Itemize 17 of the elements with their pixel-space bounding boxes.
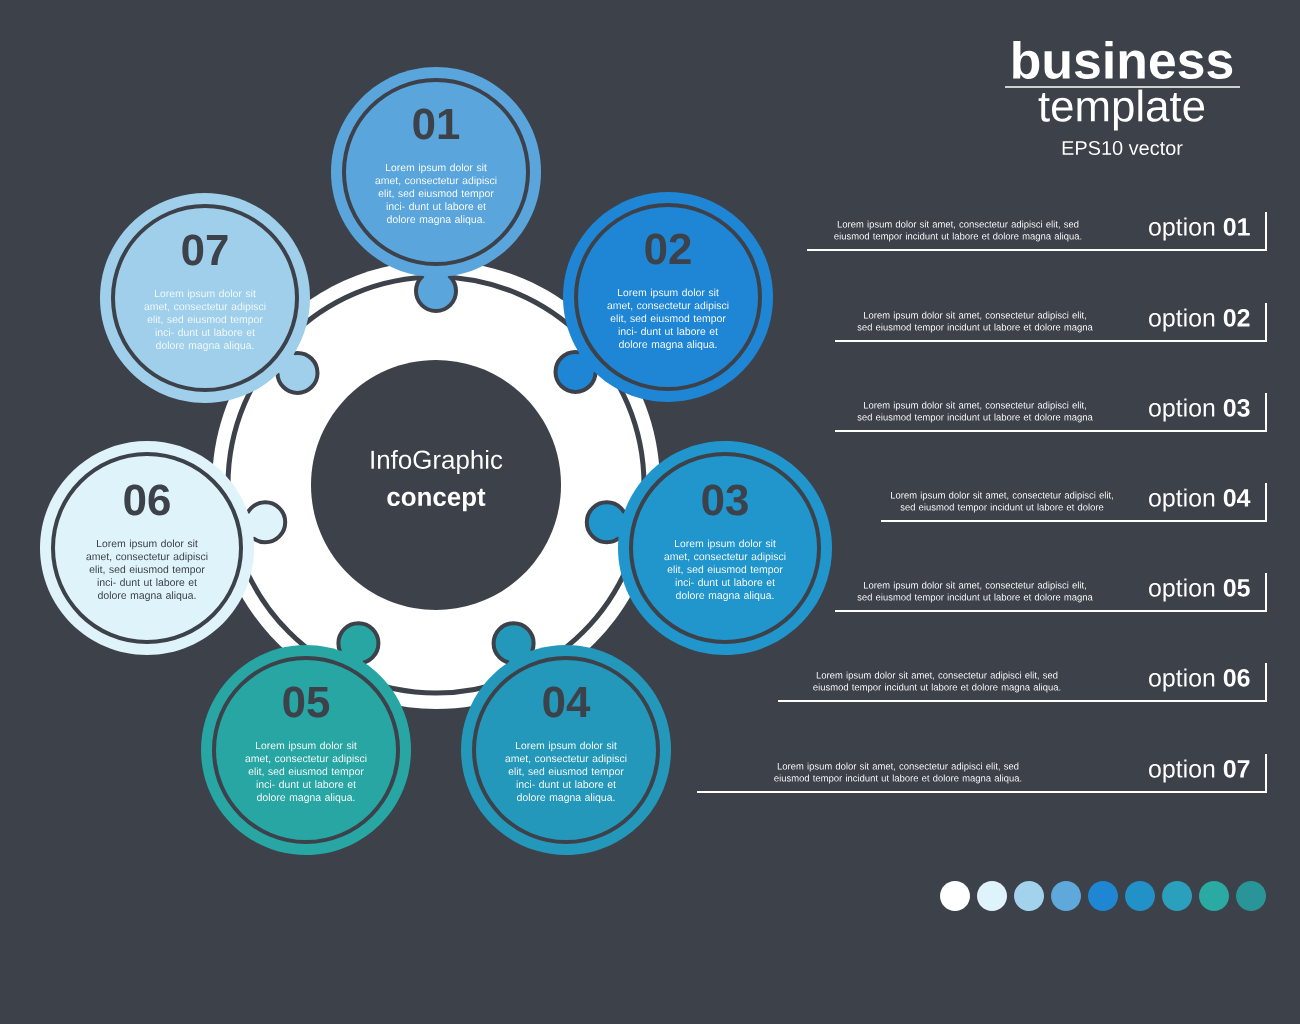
- option-description: Lorem ipsum dolor sit amet, consectetur adipisci elit, sed eiusmod tempor incidunt ut labore et dolore magna: [857, 581, 1093, 603]
- option-description: Lorem ipsum dolor sit amet, consectetur adipisci elit, sed eiusmod tempor incidunt ut labore et dolore: [891, 491, 1113, 513]
- option-label: option 07: [1149, 759, 1250, 783]
- option-description: Lorem ipsum dolor sit amet, consectetur adipisci elit, sed eiusmod tempor incidunt ut labore et dolore magna aliqua.: [834, 220, 1082, 242]
- option-description: Lorem ipsum dolor sit amet, consectetur adipisci elit, sed eiusmod tempor incidunt ut labore et dolore magna: [857, 401, 1093, 423]
- option-label: option 06: [1149, 668, 1250, 692]
- title: business: [1013, 40, 1233, 79]
- option-label: option 05: [1149, 578, 1250, 602]
- option-label: option 03: [1149, 398, 1250, 422]
- option-description: Lorem ipsum dolor sit amet, consectetur adipisci elit, sed eiusmod tempor incidunt ut labore et dolore magna aliqua.: [813, 671, 1061, 693]
- option-description: Lorem ipsum dolor sit amet, consectetur adipisci elit, sed eiusmod tempor incidunt ut labore et dolore magna aliqua.: [774, 762, 1022, 784]
- option-description: Lorem ipsum dolor sit amet, consectetur adipisci elit, sed eiusmod tempor incidunt ut labore et dolore magna: [857, 311, 1093, 333]
- format-note: EPS10 vector: [1062, 140, 1183, 156]
- subtitle: template: [1038, 89, 1205, 131]
- option-label: option 04: [1149, 488, 1251, 512]
- option-label: option 02: [1149, 308, 1250, 332]
- option-label: option 01: [1149, 217, 1250, 241]
